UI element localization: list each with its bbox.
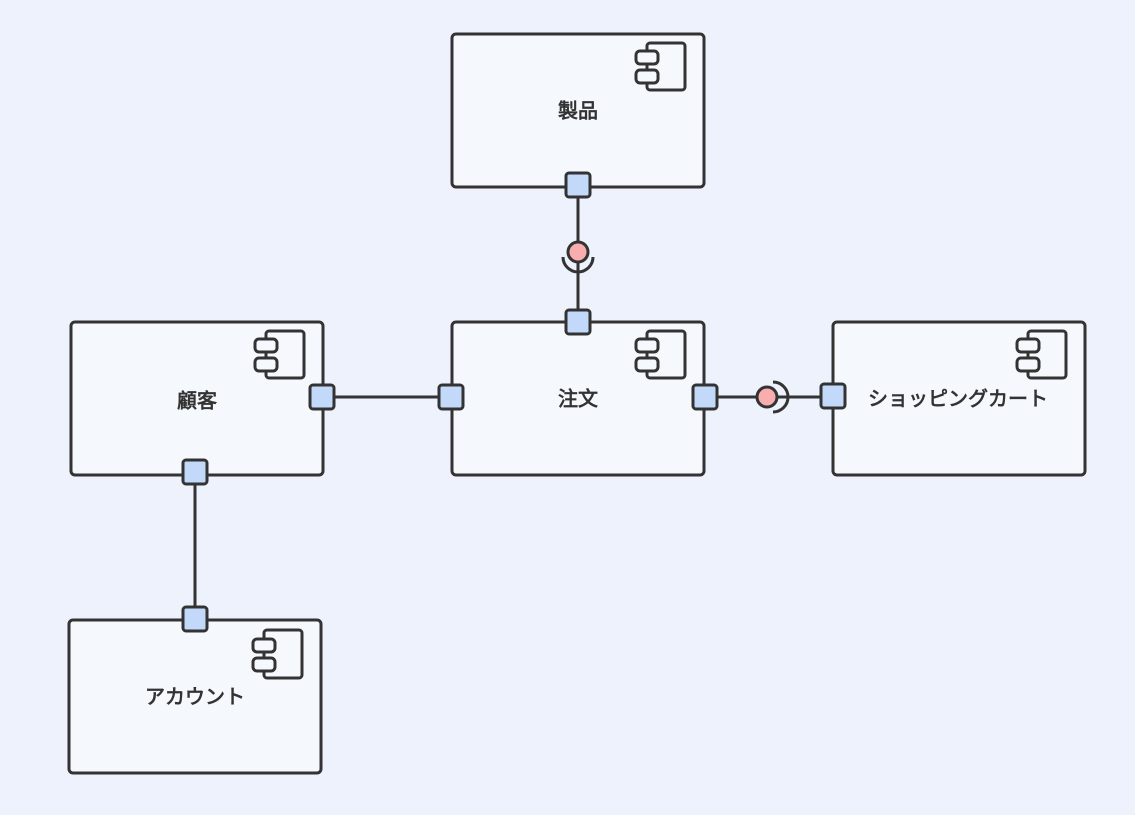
port-order-left[interactable] (437, 383, 465, 411)
port-account-top[interactable] (181, 605, 209, 633)
port-customer-right[interactable] (308, 383, 336, 411)
component-icon (1015, 329, 1068, 380)
component-icon (253, 329, 306, 380)
interface-product-order (561, 240, 595, 274)
component-shopping-cart[interactable]: ショッピングカート (819, 320, 1087, 477)
component-icon (634, 329, 687, 380)
lollipop-interface-icon (566, 240, 590, 264)
port-product-bottom[interactable] (564, 171, 592, 199)
socket-icon (561, 256, 595, 274)
component-order[interactable]: 注文 (437, 308, 719, 477)
port-order-right[interactable] (691, 383, 719, 411)
socket-icon (772, 380, 790, 414)
component-product[interactable]: 製品 (450, 32, 706, 199)
component-label: ショッピングカート (868, 387, 1048, 411)
lollipop-interface-icon (755, 385, 779, 409)
port-order-top[interactable] (564, 308, 592, 336)
component-icon (251, 628, 304, 680)
interface-order-cart (755, 380, 790, 414)
port-cart-left[interactable] (819, 382, 847, 410)
component-account[interactable]: アカウント (67, 605, 323, 775)
component-icon (634, 41, 687, 92)
component-customer[interactable]: 顧客 (69, 320, 336, 486)
component-label: アカウント (145, 685, 245, 709)
component-label: 注文 (558, 387, 599, 411)
component-label: 顧客 (177, 389, 218, 413)
component-label: 製品 (558, 99, 598, 123)
port-customer-bottom[interactable] (181, 458, 209, 486)
